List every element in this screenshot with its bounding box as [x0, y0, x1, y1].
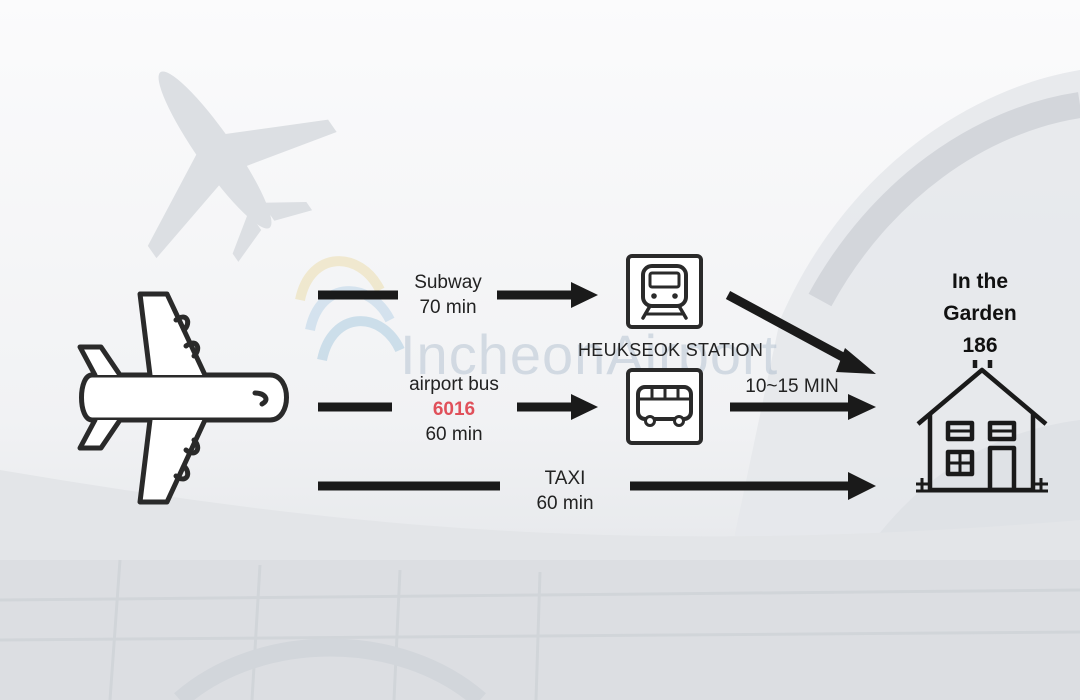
- train-icon: [626, 254, 703, 329]
- destination-line3: 186: [962, 334, 998, 357]
- bus-time: 60 min: [425, 424, 483, 445]
- station-name: HEUKSEOK STATION: [578, 340, 764, 360]
- subway-label: Subway 70 min: [398, 270, 498, 320]
- bus-number: 6016: [432, 399, 476, 420]
- transfer-time: 10~15 MIN: [745, 376, 839, 397]
- station-to-destination-arrows: [725, 291, 876, 420]
- bus-icon: [626, 368, 703, 445]
- subway-route-line: [318, 282, 598, 308]
- destination-line1: In the: [952, 270, 1008, 293]
- destination-line2: Garden: [943, 302, 1017, 325]
- bus-label: airport bus 6016 60 min: [390, 372, 518, 447]
- taxi-route-line: [318, 472, 876, 500]
- destination-name: In the Garden 186: [920, 266, 1040, 362]
- taxi-label: TAXI 60 min: [500, 466, 630, 516]
- airplane-icon: [77, 291, 289, 505]
- bus-route-line: [318, 394, 598, 420]
- taxi-time: 60 min: [536, 493, 594, 514]
- subway-time: 70 min: [419, 297, 477, 318]
- watermark-text: IncheonAirport: [400, 323, 779, 386]
- bus-mode: airport bus: [409, 374, 499, 395]
- taxi-mode: TAXI: [544, 468, 586, 489]
- house-icon: [916, 360, 1048, 493]
- subway-mode: Subway: [414, 272, 482, 293]
